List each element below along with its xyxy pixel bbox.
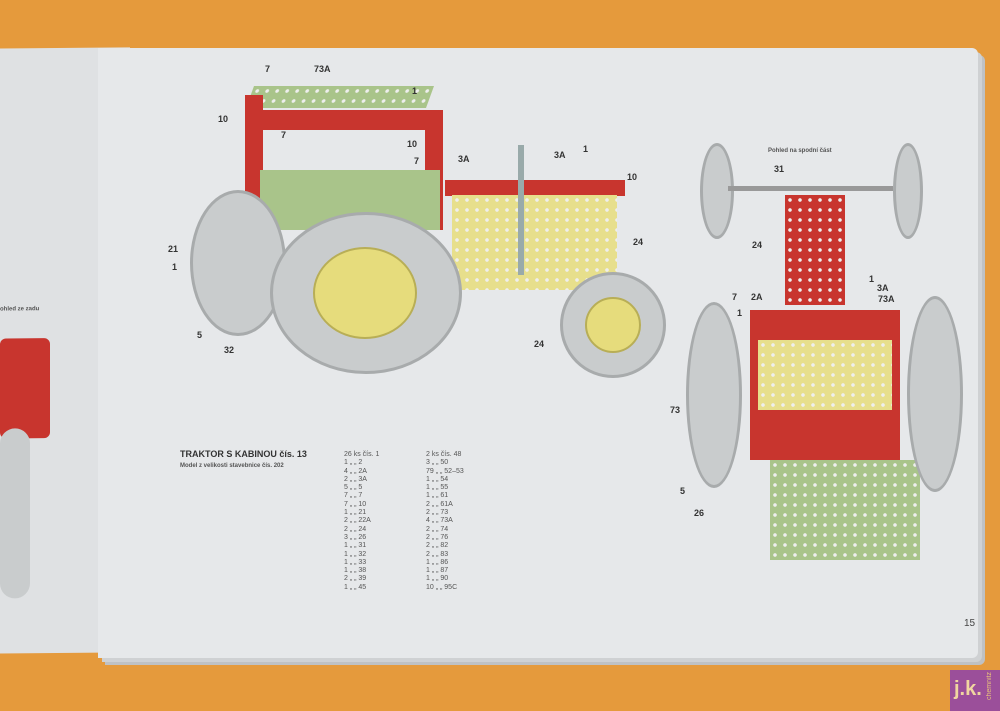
parts-list-item: 7 „ „ 7 xyxy=(344,492,363,500)
parts-list-item: 2 „ „ 76 xyxy=(426,533,449,541)
parts-list-item: 1 „ „ 21 xyxy=(344,509,367,517)
part-label: 5 xyxy=(680,486,686,496)
watermark-text: j.k. xyxy=(954,678,982,700)
parts-list-item: 4 „ „ 73A xyxy=(426,517,453,525)
part-label: 32 xyxy=(224,345,235,355)
rear-view-model xyxy=(0,338,50,439)
parts-list-item: 7 „ „ 10 xyxy=(344,500,367,508)
parts-list-item: 1 „ „ 86 xyxy=(426,558,449,566)
rear-wheel-far xyxy=(190,190,286,336)
part-label: 5 xyxy=(197,330,203,340)
parts-list-item: 2 „ „ 83 xyxy=(426,550,449,558)
rear-wheel xyxy=(907,296,963,492)
part-label: 10 xyxy=(218,114,229,124)
bottom-view-caption: Pohled na spodní část xyxy=(768,148,832,154)
part-label: 1 xyxy=(172,262,178,272)
model-subtitle: Model z velikosti stavebnice čís. 202 xyxy=(180,463,284,469)
chassis-plate xyxy=(758,340,892,410)
watermark-logo: j.k. chemnitz xyxy=(950,670,1000,711)
part-label: 1 xyxy=(583,144,589,154)
part-label: 21 xyxy=(168,244,179,254)
part-label: 24 xyxy=(534,339,545,349)
rear-view-caption: ohled ze zadu xyxy=(0,306,40,313)
parts-list-item: 2 „ „ 24 xyxy=(344,525,367,533)
part-label: 2A xyxy=(751,292,763,302)
part-label: 24 xyxy=(633,237,644,247)
part-label: 24 xyxy=(752,240,763,250)
chassis-front xyxy=(785,195,845,305)
part-label: 26 xyxy=(694,508,705,518)
parts-list-item: 2 „ „ 61A xyxy=(426,500,453,508)
part-label: 10 xyxy=(407,139,418,149)
watermark-side-text: chemnitz xyxy=(986,672,993,701)
cab-roof xyxy=(245,86,435,108)
parts-list-item: 2 „ „ 73 xyxy=(426,509,449,517)
hood-side xyxy=(452,195,617,290)
part-label: 3A xyxy=(458,154,470,164)
parts-list-item: 1 „ „ 33 xyxy=(344,558,367,566)
model-title: TRAKTOR S KABINOU čís. 13 xyxy=(180,449,307,459)
front-wheel xyxy=(893,143,923,239)
part-label: 31 xyxy=(774,164,785,174)
parts-list-item: 79 „ „ 52–53 xyxy=(426,467,464,475)
exhaust xyxy=(518,145,524,275)
part-label: 73 xyxy=(670,405,681,415)
part-label: 3A xyxy=(877,283,889,293)
chassis-body xyxy=(750,310,900,460)
rear-wheel xyxy=(686,302,742,488)
cab-beam xyxy=(260,110,430,130)
part-label: 73A xyxy=(878,294,895,304)
parts-list-item: 1 „ „ 2 xyxy=(344,459,363,467)
part-label: 7 xyxy=(265,64,271,74)
parts-list-item: 2 „ „ 3A xyxy=(344,475,367,483)
parts-list-item: 1 „ „ 87 xyxy=(426,567,449,575)
parts-list-item: 1 „ „ 32 xyxy=(344,550,367,558)
part-label: 7 xyxy=(414,156,420,166)
parts-list-item: 1 „ „ 38 xyxy=(344,567,367,575)
parts-list-item: 1 „ „ 31 xyxy=(344,542,367,550)
front-wheel xyxy=(700,143,734,239)
parts-list-item: 3 „ „ 26 xyxy=(344,533,367,541)
part-label: 73A xyxy=(314,64,331,74)
part-label: 1 xyxy=(412,86,418,96)
front-wheel xyxy=(560,272,666,378)
part-label: 1 xyxy=(869,274,875,284)
parts-list-item: 3 „ „ 50 xyxy=(426,459,449,467)
parts-list-item: 4 „ „ 2A xyxy=(344,467,367,475)
part-label: 7 xyxy=(281,130,287,140)
parts-list-item: 2 „ „ 39 xyxy=(344,575,367,583)
parts-list-item: 2 „ „ 74 xyxy=(426,525,449,533)
rear-view-tire xyxy=(0,428,30,599)
front-axle xyxy=(728,186,893,191)
part-label: 3A xyxy=(554,150,566,160)
parts-list-item: 1 „ „ 45 xyxy=(344,583,367,591)
parts-list-item: 1 „ „ 90 xyxy=(426,575,449,583)
parts-list-item: 2 „ „ 82 xyxy=(426,542,449,550)
parts-list-item: 5 „ „ 5 xyxy=(344,484,363,492)
wheel-hub xyxy=(313,247,417,339)
page-number: 15 xyxy=(964,618,976,629)
parts-list-item: 2 ks čís. 48 xyxy=(426,451,462,458)
parts-list-item: 1 „ „ 61 xyxy=(426,492,449,500)
parts-list-item: 10 „ „ 95C xyxy=(426,583,458,591)
parts-list-item: 1 „ „ 55 xyxy=(426,484,449,492)
hood-top xyxy=(445,180,625,196)
part-label: 7 xyxy=(732,292,738,302)
parts-list-item: 1 „ „ 54 xyxy=(426,475,449,483)
rear-wheel xyxy=(270,212,462,374)
part-label: 1 xyxy=(737,308,743,318)
wheel-hub xyxy=(585,297,641,353)
part-label: 10 xyxy=(627,172,638,182)
parts-list-item: 26 ks čís. 1 xyxy=(344,451,380,458)
parts-list-item: 2 „ „ 22A xyxy=(344,517,371,525)
cab-floor xyxy=(770,460,920,560)
